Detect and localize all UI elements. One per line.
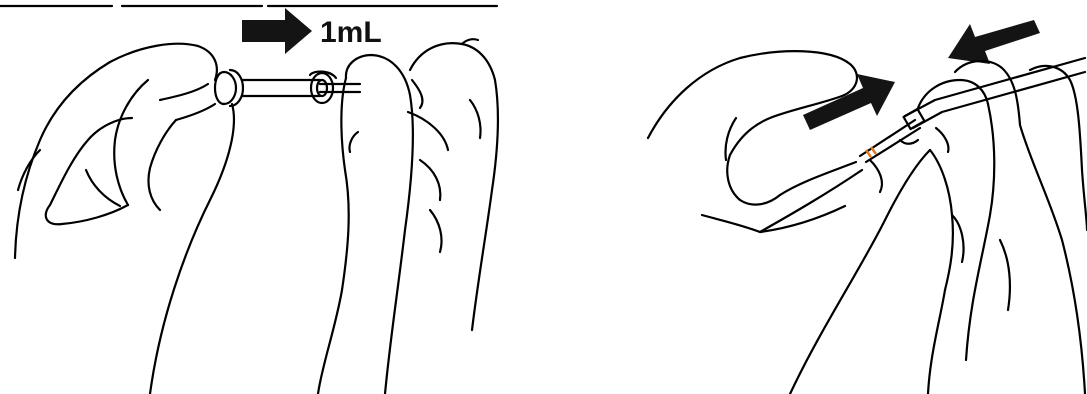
left-hand [15,44,234,394]
right-panel [648,20,1087,394]
left-panel: 1mL [0,6,498,394]
catheter [860,58,1085,162]
pull-arrow-icon [948,20,1040,64]
right-arrow-icon [242,8,312,54]
push-arrow-icon [803,74,895,130]
back-hand [648,51,882,232]
syringe [215,70,360,106]
volume-label: 1mL [320,16,382,49]
